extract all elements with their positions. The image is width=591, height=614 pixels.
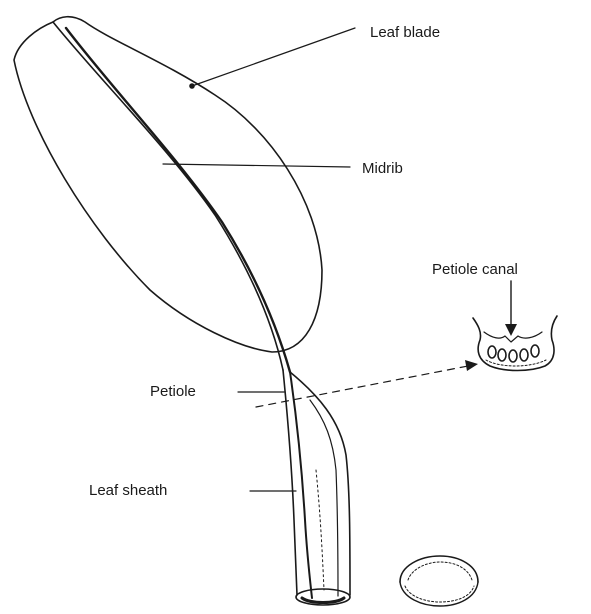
leader-leaf-blade <box>192 28 355 86</box>
sheath-base-shade <box>302 598 344 603</box>
label-leaf-blade: Leaf blade <box>370 25 440 40</box>
label-petiole-canal: Petiole canal <box>432 262 518 277</box>
label-midrib: Midrib <box>362 161 403 176</box>
petiole-canal-arrowhead <box>505 324 517 336</box>
midrib-line-a <box>53 22 283 370</box>
sheath-stipple <box>316 470 324 590</box>
label-petiole: Petiole <box>150 384 196 399</box>
leaf-blade-outline <box>14 17 322 352</box>
leader-leaf-blade-dot <box>190 84 194 88</box>
midrib-line-b <box>66 28 290 372</box>
sheath-inner-right <box>310 400 338 596</box>
leader-midrib <box>163 164 350 167</box>
leader-petiole-dash <box>256 366 468 407</box>
label-leaf-sheath: Leaf sheath <box>89 483 167 498</box>
sheath-right-edge <box>290 372 350 595</box>
leader-petiole-arrowhead <box>465 360 478 371</box>
sheath-cross-section <box>400 556 478 606</box>
sheath-inner-line <box>290 372 312 598</box>
